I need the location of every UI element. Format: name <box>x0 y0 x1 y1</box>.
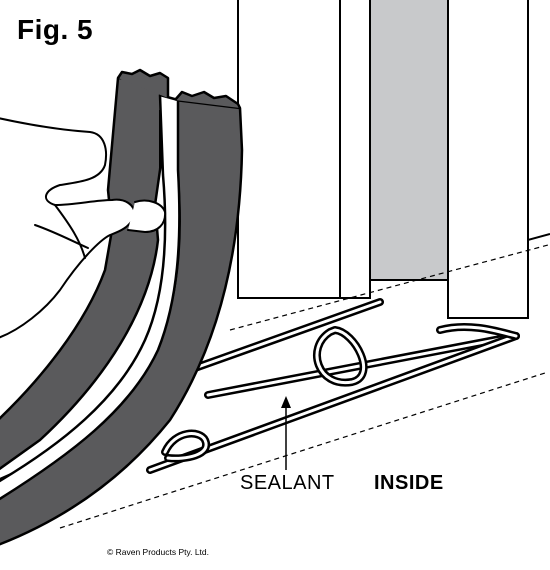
door-edge-panel <box>369 0 449 281</box>
seal-strip <box>0 68 244 546</box>
sealant-label: SEALANT <box>240 472 335 494</box>
copyright-notice: © Raven Products Pty. Ltd. <box>107 547 210 557</box>
jamb-panel <box>339 0 371 299</box>
exterior-wall-edge <box>527 0 550 242</box>
floor-guide-lines <box>59 244 549 529</box>
inside-label: INSIDE <box>374 472 444 494</box>
figure-label: Fig. 5 <box>17 14 94 45</box>
right-wall-panel <box>447 0 529 319</box>
left-wall-panel <box>237 0 341 299</box>
sealant-pointer <box>281 396 291 470</box>
hand <box>0 117 167 339</box>
sealant-track <box>146 298 520 474</box>
